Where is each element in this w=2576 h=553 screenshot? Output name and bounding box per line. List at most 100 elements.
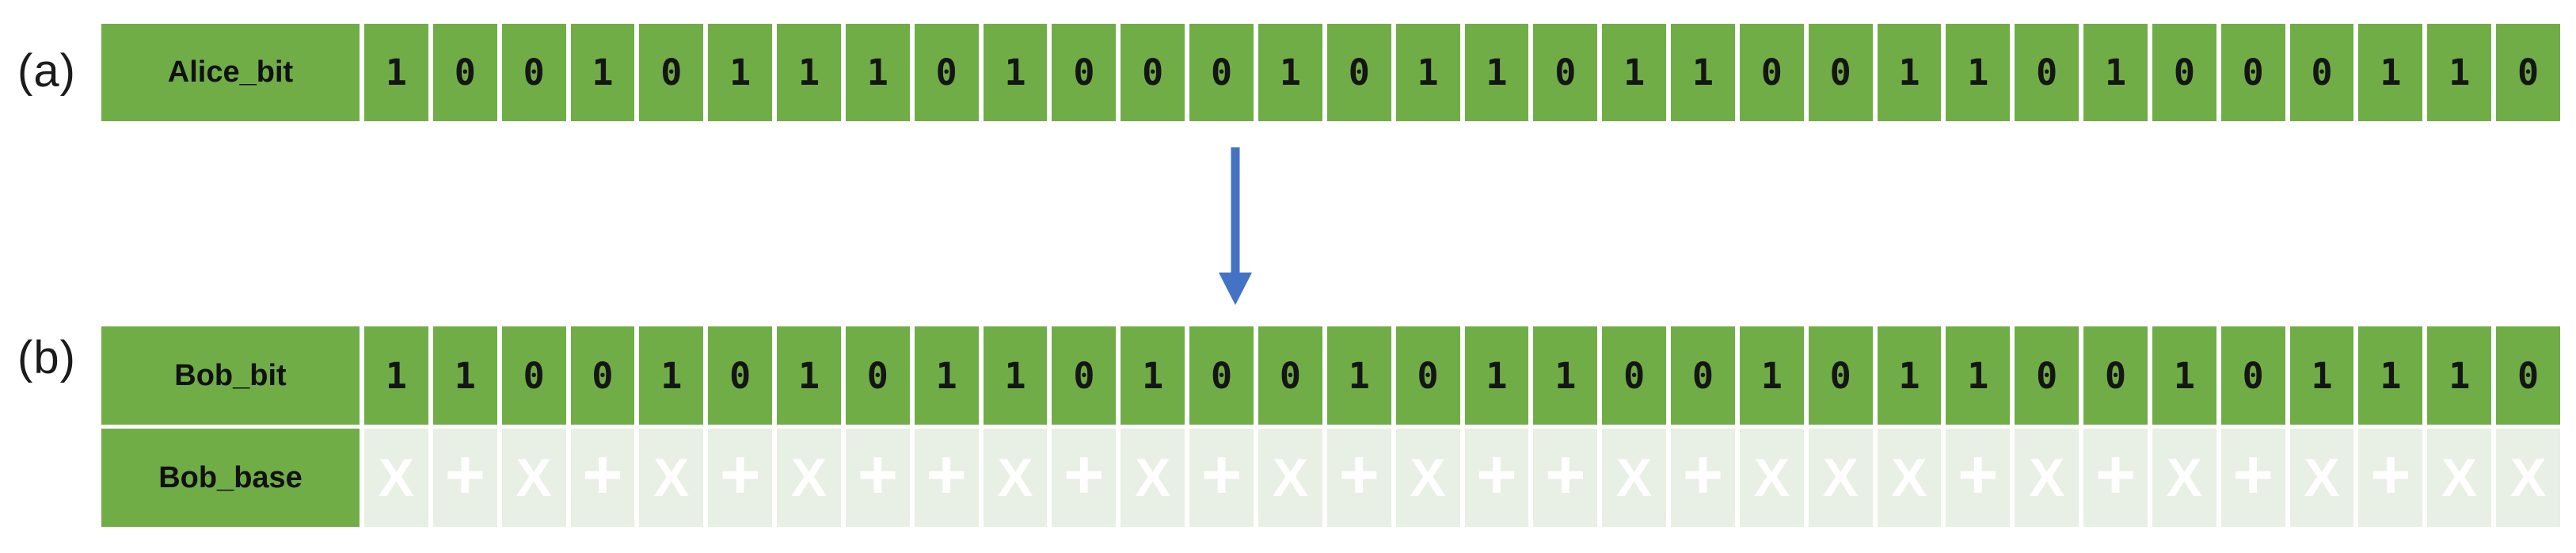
bob-bit-cell: 0 <box>1395 326 1460 425</box>
bob-base-cell: X <box>501 429 566 527</box>
alice-bit-cell: 1 <box>1877 24 1942 121</box>
bob-bit-cell: 1 <box>777 326 841 425</box>
bob-base-cell: + <box>1946 429 2011 527</box>
alice-bit-cell: 0 <box>1739 24 1804 121</box>
alice-bit-cell: 0 <box>1121 24 1185 121</box>
alice-bit-cell: 1 <box>1258 24 1322 121</box>
bob-bit-cell: 0 <box>570 326 635 425</box>
bob-base-cell: + <box>1464 429 1529 527</box>
bob-bit-cell: 0 <box>2220 326 2285 425</box>
bob-base-cell: + <box>432 429 497 527</box>
bob-base-cell: X <box>2152 429 2216 527</box>
alice-bit-cell: 0 <box>2015 24 2079 121</box>
bob-base-cell: X <box>2496 429 2560 527</box>
alice-bit-cell: 1 <box>983 24 1048 121</box>
alice-bit-cell: 0 <box>2496 24 2560 121</box>
bob-bit-cell: 0 <box>1258 326 1322 425</box>
alice-bit-row-label: Alice_bit <box>101 24 360 121</box>
bob-base-cell: X <box>1395 429 1460 527</box>
alice-bit-cell: 0 <box>1533 24 1598 121</box>
bob-base-cell: X <box>364 429 428 527</box>
bob-bit-cell: 0 <box>2015 326 2079 425</box>
bob-bit-cell: 0 <box>2496 326 2560 425</box>
bob-bit-cell: 1 <box>914 326 979 425</box>
bob-base-cell: X <box>983 429 1048 527</box>
bob-base-cell: + <box>1189 429 1254 527</box>
bob-bit-cell: 1 <box>983 326 1048 425</box>
panel-b-label: (b) <box>17 332 76 383</box>
bob-base-cell: + <box>708 429 773 527</box>
bob-base-cell: + <box>914 429 979 527</box>
alice-bit-cell: 0 <box>914 24 979 121</box>
bob-base-cell: + <box>2220 429 2285 527</box>
bob-bit-cell: 0 <box>845 326 910 425</box>
alice-bit-cell: 1 <box>2358 24 2423 121</box>
alice-bit-cell: 1 <box>708 24 773 121</box>
bob-bit-cell: 0 <box>1808 326 1873 425</box>
bob-bit-cell: 1 <box>1533 326 1598 425</box>
bob-bit-cell: 1 <box>2358 326 2423 425</box>
bob-base-cell: X <box>1739 429 1804 527</box>
alice-bit-cell: 1 <box>2427 24 2492 121</box>
bob-bit-cell: 1 <box>1946 326 2011 425</box>
bob-base-cell: X <box>2427 429 2492 527</box>
bob-bit-cell: 1 <box>639 326 704 425</box>
panel-a-label: (a) <box>17 45 76 97</box>
bob-base-cell: + <box>1052 429 1117 527</box>
alice-bit-cell: 0 <box>1326 24 1391 121</box>
bob-bit-row-label: Bob_bit <box>101 326 360 425</box>
alice-bit-cell: 1 <box>1602 24 1667 121</box>
bob-bit-cell: 0 <box>501 326 566 425</box>
alice-bit-cell: 0 <box>2152 24 2216 121</box>
alice-bit-cell: 1 <box>777 24 841 121</box>
bob-bit-cell: 0 <box>1052 326 1117 425</box>
alice-bit-cell: 0 <box>2220 24 2285 121</box>
bob-bit-cell: 0 <box>2083 326 2148 425</box>
bob-base-row-label: Bob_base <box>101 429 360 527</box>
bob-bit-cell: 1 <box>2427 326 2492 425</box>
bob-bit-cell: 1 <box>1877 326 1942 425</box>
alice-bit-cell: 1 <box>1395 24 1460 121</box>
bob-bit-cell: 1 <box>1739 326 1804 425</box>
bob-base-cell: + <box>1533 429 1598 527</box>
bob-base-cell: + <box>2358 429 2423 527</box>
alice-bit-cell: 0 <box>501 24 566 121</box>
alice-bit-cell: 1 <box>364 24 428 121</box>
bob-base-cell: X <box>1602 429 1667 527</box>
alice-bit-cell: 1 <box>570 24 635 121</box>
alice-bit-cell: 0 <box>1189 24 1254 121</box>
alice-bit-cell: 1 <box>1464 24 1529 121</box>
bob-base-cell: X <box>2289 429 2354 527</box>
bob-bit-cell: 1 <box>432 326 497 425</box>
bob-bit-cell: 1 <box>1464 326 1529 425</box>
alice-bit-cell: 1 <box>1671 24 1735 121</box>
bob-bit-cell: 0 <box>708 326 773 425</box>
alice-bit-cell: 1 <box>1946 24 2011 121</box>
bob-bit-cell: 1 <box>1121 326 1185 425</box>
bob-base-cell: X <box>1258 429 1322 527</box>
bob-base-cell: + <box>1326 429 1391 527</box>
bob-bit-cell: 1 <box>2152 326 2216 425</box>
alice-bit-cell: 0 <box>1808 24 1873 121</box>
bob-base-cell: X <box>777 429 841 527</box>
alice-bit-cell: 0 <box>2289 24 2354 121</box>
bob-base-cell: + <box>2083 429 2148 527</box>
bob-bit-cell: 0 <box>1602 326 1667 425</box>
bob-base-cell: + <box>845 429 910 527</box>
bob-bit-cell: 1 <box>364 326 428 425</box>
bob-bit-cell: 0 <box>1671 326 1735 425</box>
bob-bit-cell: 0 <box>1189 326 1254 425</box>
bob-base-cell: X <box>2015 429 2079 527</box>
bob-base-cell: X <box>1121 429 1185 527</box>
bob-base-cell: X <box>639 429 704 527</box>
bob-bit-cell: 1 <box>2289 326 2354 425</box>
down-arrow-icon <box>1219 147 1252 305</box>
alice-bit-cell: 0 <box>639 24 704 121</box>
bob-bit-cell: 1 <box>1326 326 1391 425</box>
bob-base-cell: + <box>570 429 635 527</box>
bob-base-cell: X <box>1877 429 1942 527</box>
alice-bit-cell: 0 <box>432 24 497 121</box>
